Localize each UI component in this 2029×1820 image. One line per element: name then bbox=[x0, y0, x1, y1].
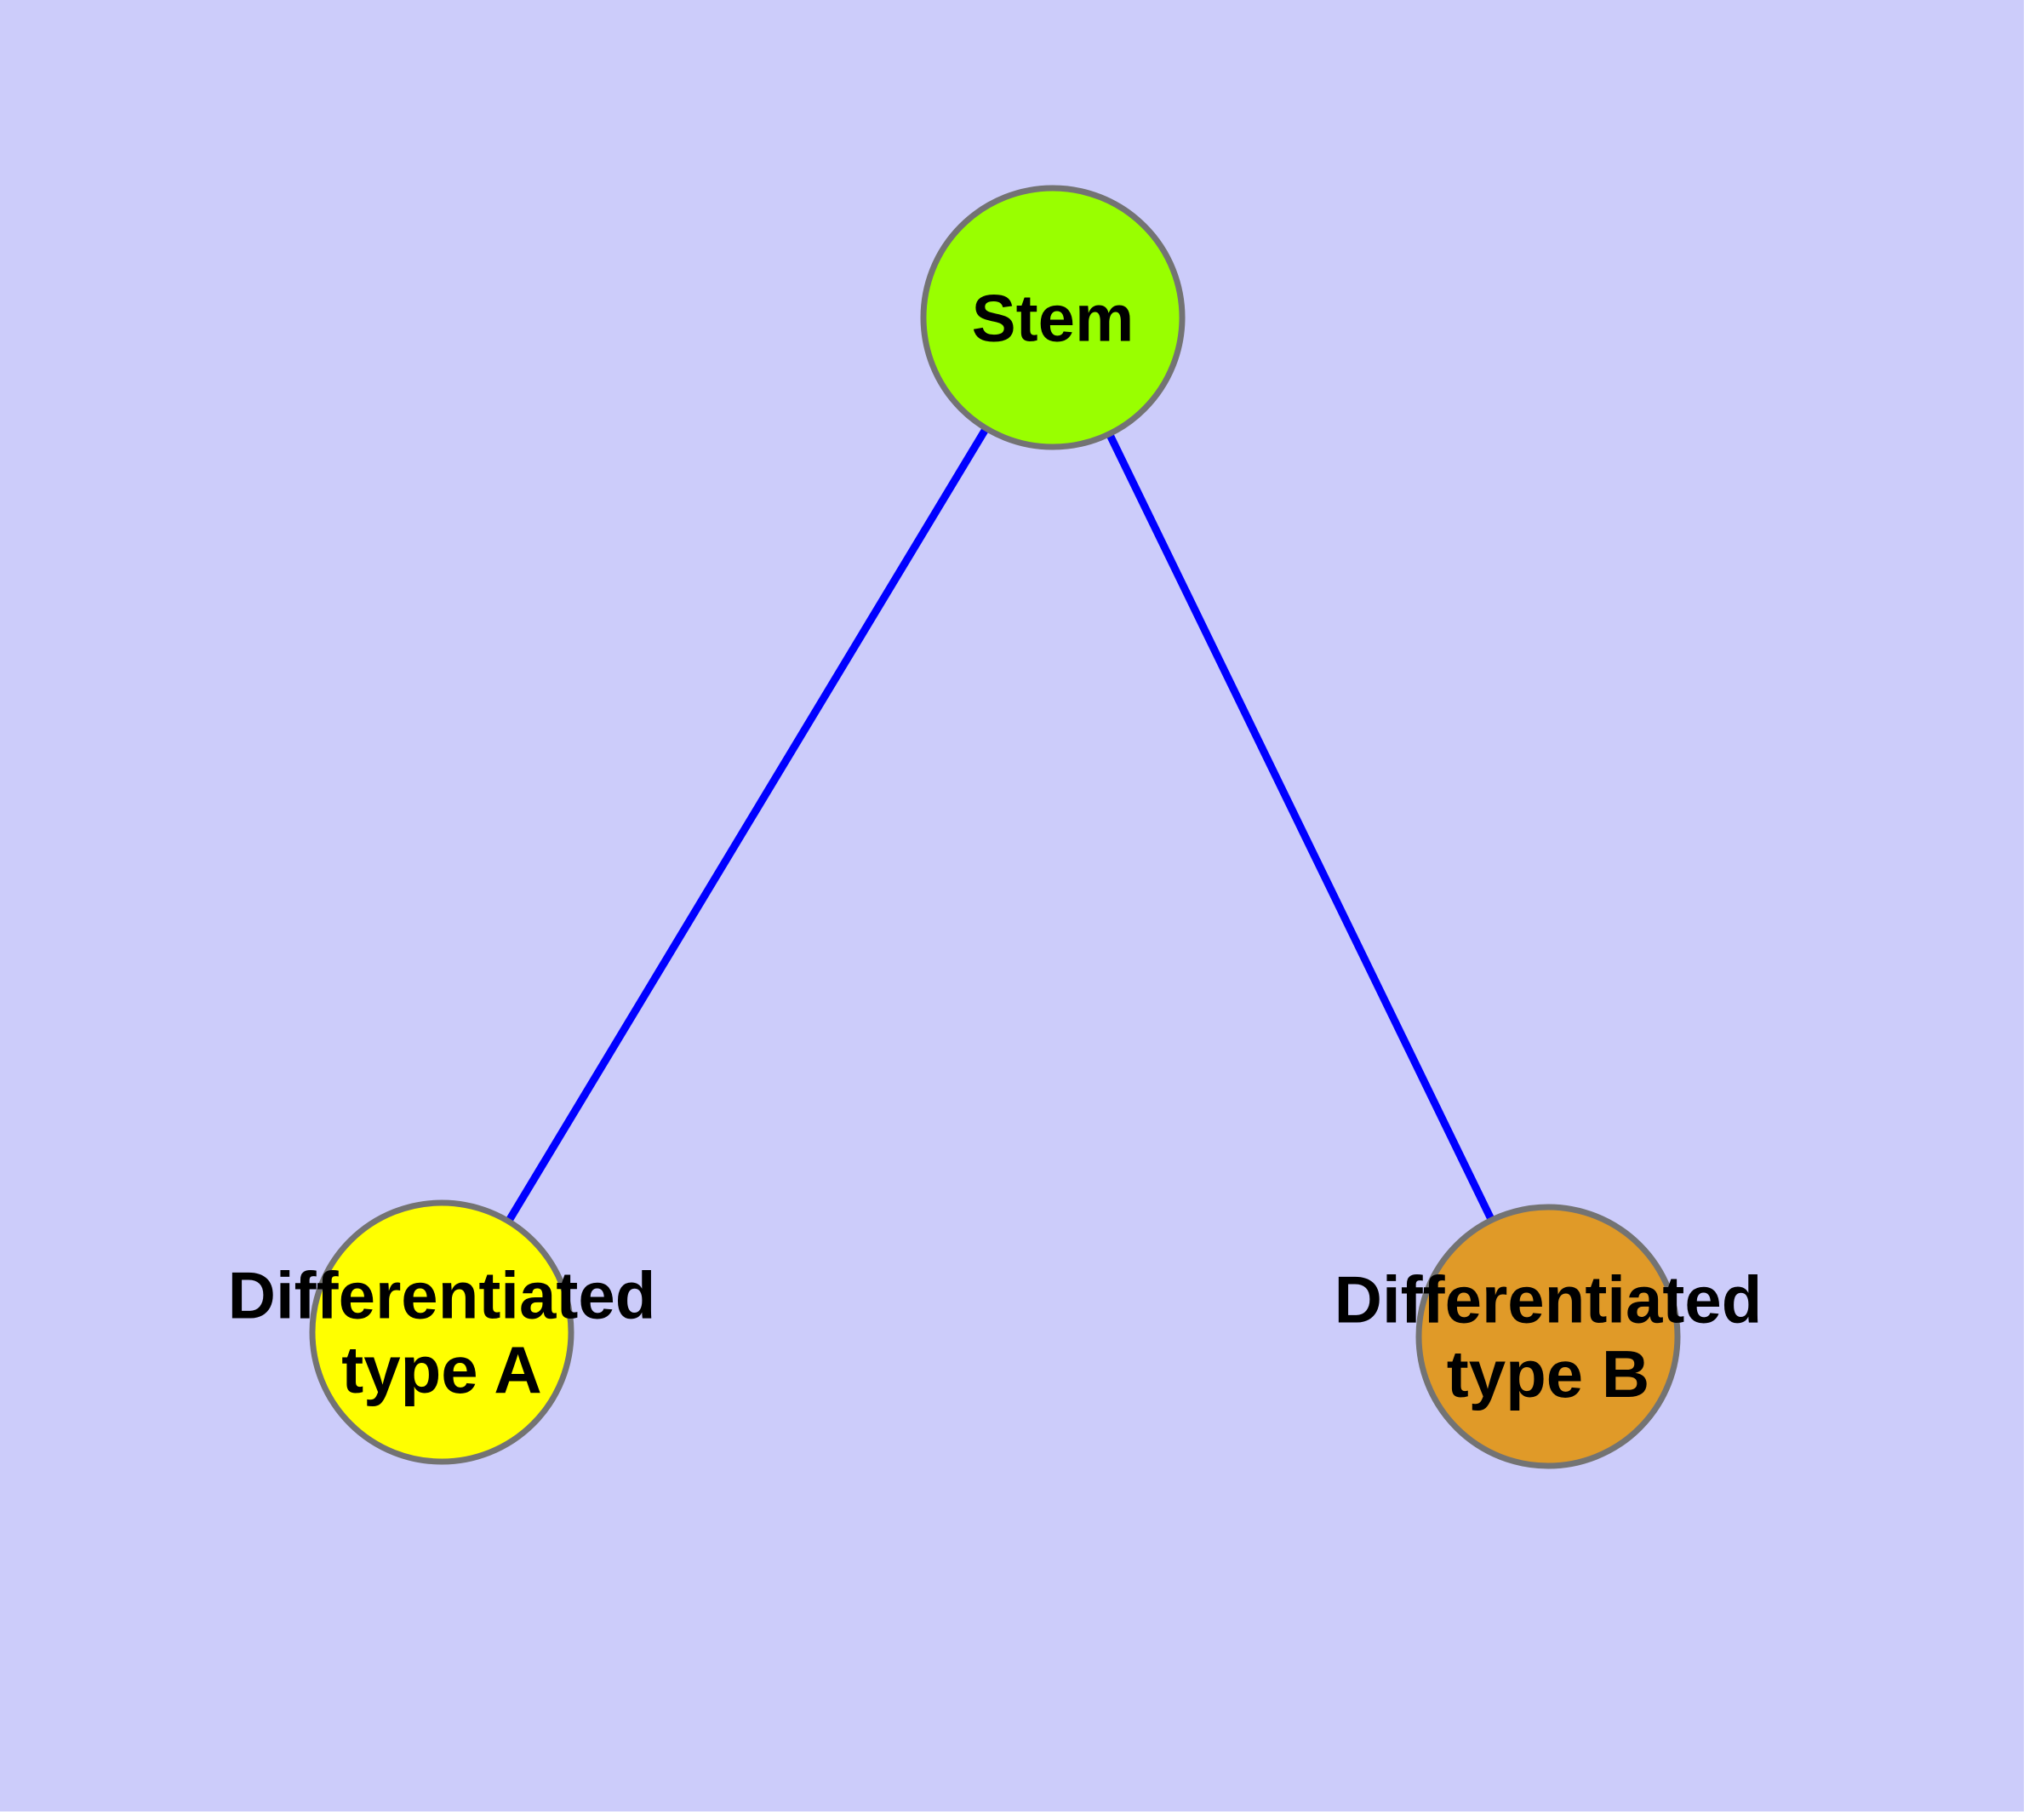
graph-node-diff_a[interactable] bbox=[309, 1199, 574, 1465]
graph-edge-stem-diff_b bbox=[1049, 316, 1552, 1338]
graph-node-label-diff_a: type A bbox=[341, 1332, 542, 1407]
graph-node-label-diff_b: type B bbox=[1447, 1336, 1649, 1411]
graph-node-label-diff_a: Differentiated bbox=[228, 1258, 656, 1333]
graph-node-label-diff_b: Differentiated bbox=[1335, 1262, 1763, 1337]
graph-node-stem[interactable] bbox=[920, 185, 1186, 450]
graph-edge-stem-diff_a bbox=[438, 315, 1056, 1335]
edges-layer bbox=[438, 315, 1552, 1338]
graph-node-label-stem: Stem bbox=[972, 280, 1135, 355]
nodes-layer bbox=[309, 185, 1681, 1469]
graph-node-diff_b[interactable] bbox=[1415, 1204, 1681, 1469]
